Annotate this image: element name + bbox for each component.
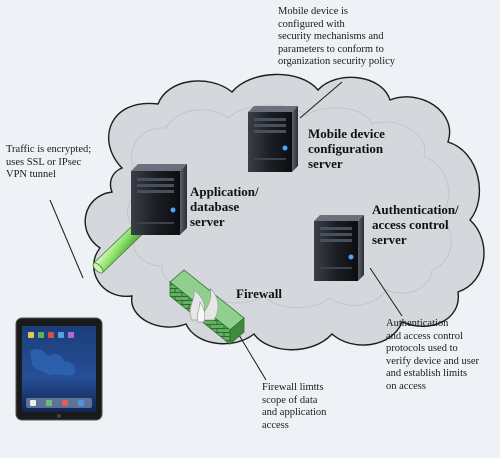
- note-firewall: Firewall limtts scope of data and applic…: [262, 382, 327, 431]
- brick-wall-fire-icon: [169, 269, 245, 345]
- label-auth-server: Authentication/ access control server: [372, 202, 459, 247]
- server-tower-icon: [314, 215, 364, 281]
- server-tower-icon: [131, 164, 187, 235]
- note-traffic-encrypted: Traffic is encrypted; uses SSL or IPsec …: [6, 144, 92, 180]
- label-firewall: Firewall: [236, 286, 282, 301]
- note-mobile-config: Mobile device is configured with securit…: [278, 6, 396, 67]
- leader-mobile-config: [299, 81, 343, 119]
- leader-firewall: [235, 329, 267, 381]
- label-mobile-config-server: Mobile device configuration server: [308, 126, 385, 171]
- server-tower-icon: [248, 106, 298, 172]
- leader-authentication: [369, 267, 403, 317]
- network-cloud-inner-contour: [127, 104, 452, 309]
- tablet-icon: [15, 317, 103, 421]
- note-authentication: Authentication and access control protoc…: [386, 318, 479, 392]
- label-app-db-server: Application/ database server: [190, 184, 259, 229]
- leader-traffic: [49, 199, 84, 279]
